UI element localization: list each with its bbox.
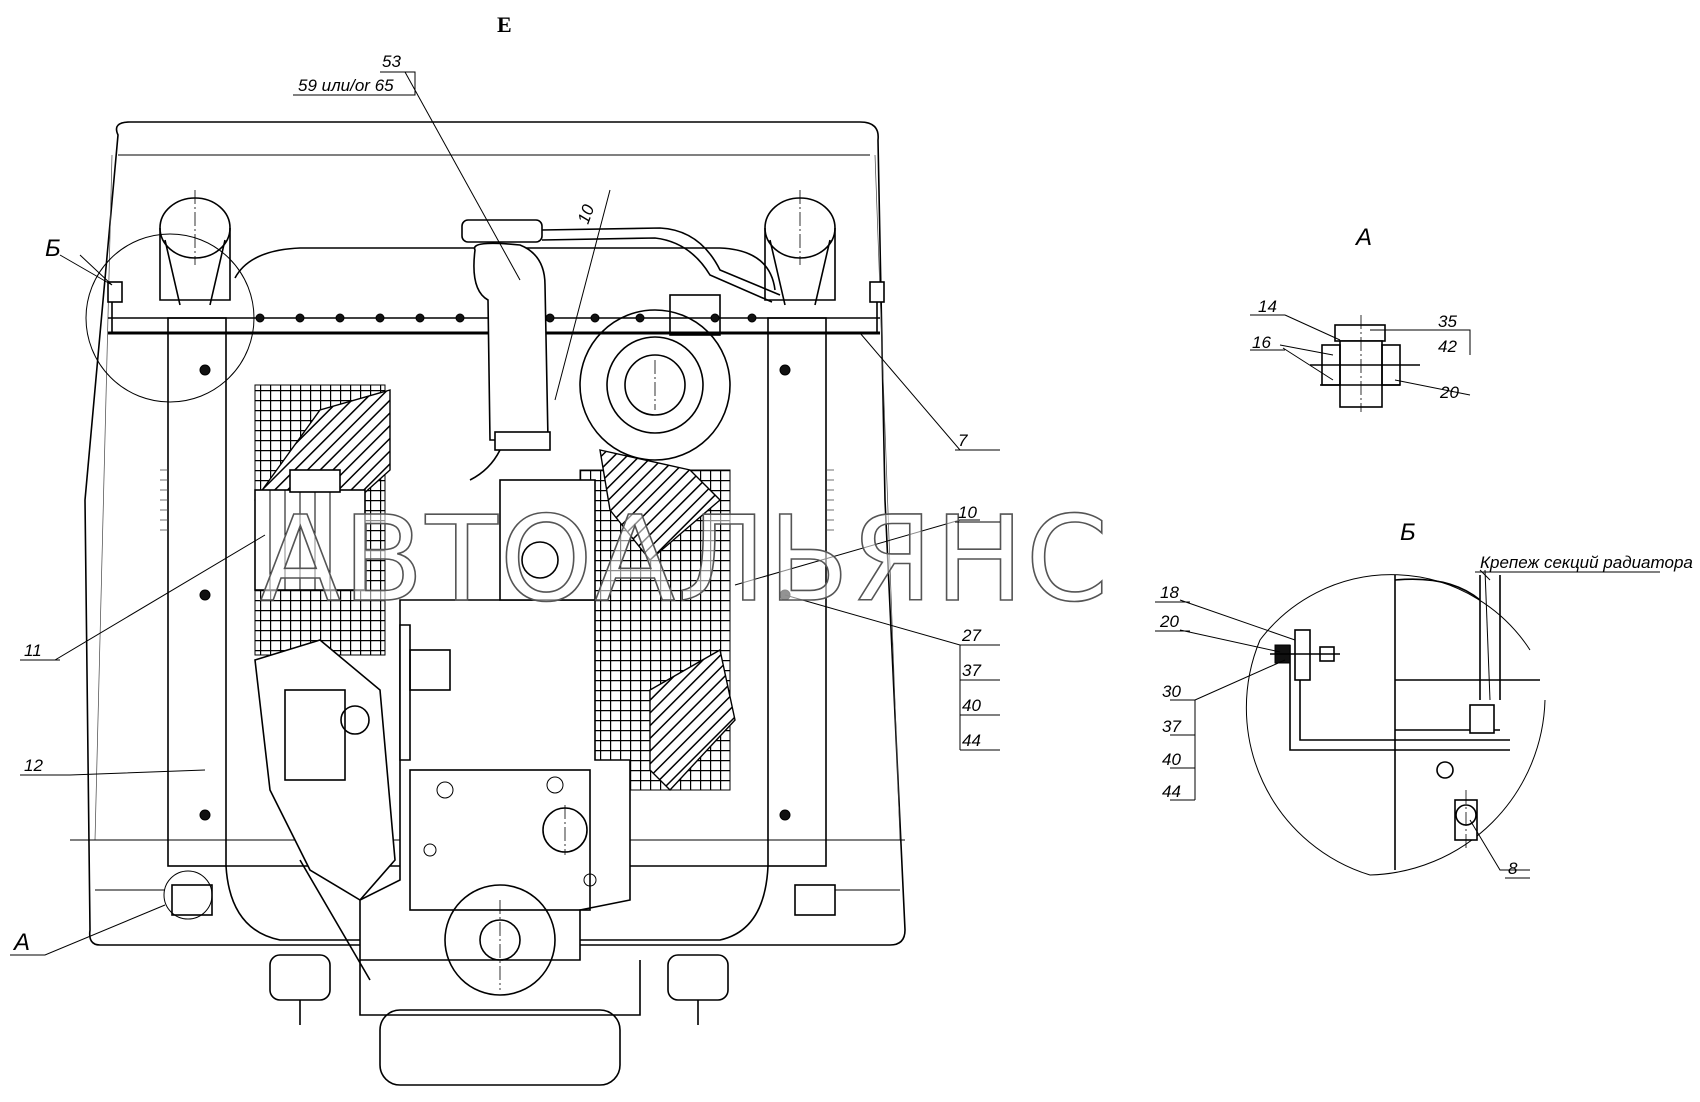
detail-b-callout-20: 20 [1159, 612, 1179, 631]
detail-a-callout-14: 14 [1258, 297, 1277, 316]
radiator-core-left-fins [160, 469, 834, 531]
fuel-pump [254, 639, 396, 981]
callout-40: 40 [962, 696, 981, 715]
centerlines [194, 190, 801, 990]
filler-neck-and-hose [461, 219, 781, 303]
callout-7: 7 [958, 431, 968, 450]
detail-a-callout-42: 42 [1438, 337, 1457, 356]
detail-a-callout-left: А [12, 929, 30, 956]
detail-b-callout-8: 8 [1508, 859, 1518, 878]
detail-b-callout-30: 30 [1162, 682, 1181, 701]
detail-b-caption: Крепеж секций радиатора [1480, 553, 1693, 572]
engine-block [359, 479, 641, 1086]
compressor [254, 469, 366, 591]
detail-b-callout-40: 40 [1162, 750, 1181, 769]
callout-10-mid: 10 [958, 503, 977, 522]
watermark: АВТОАЛЬЯНС [260, 490, 1110, 628]
intake-pipe [469, 242, 551, 481]
detail-b-callout-left: Б [45, 235, 61, 262]
callout-59-or-65: 59 или/or 65 [298, 76, 394, 95]
callout-11: 11 [24, 641, 42, 660]
detail-a-callout-16: 16 [1252, 333, 1271, 352]
callout-underlines [20, 314, 1660, 879]
detail-a-title: А [1354, 224, 1372, 251]
engine-mounts [171, 884, 836, 1025]
detail-b-title: Б [1400, 519, 1416, 546]
detail-b-drawing [1170, 569, 1546, 876]
side-bolts [199, 364, 791, 821]
view-title: Е [497, 12, 512, 37]
detail-a-callout-35: 35 [1438, 312, 1457, 331]
detail-b-callout-18: 18 [1160, 583, 1179, 602]
detail-a-drawing [1279, 314, 1471, 412]
callout-12: 12 [24, 756, 43, 775]
callout-53: 53 [382, 52, 401, 71]
detail-a-callout-20: 20 [1439, 383, 1459, 402]
detail-b-callout-44: 44 [1162, 782, 1181, 801]
leader-lines [10, 71, 1000, 956]
detail-b-callout-37: 37 [1162, 717, 1181, 736]
detail-a-marker [163, 870, 213, 920]
callout-44: 44 [962, 731, 981, 750]
detail-b-marker [85, 233, 255, 403]
right-bracket [869, 281, 885, 333]
callout-27: 27 [961, 626, 981, 645]
top-bolts [255, 313, 757, 323]
callout-37: 37 [962, 661, 981, 680]
callout-10-top: 10 [574, 202, 599, 227]
